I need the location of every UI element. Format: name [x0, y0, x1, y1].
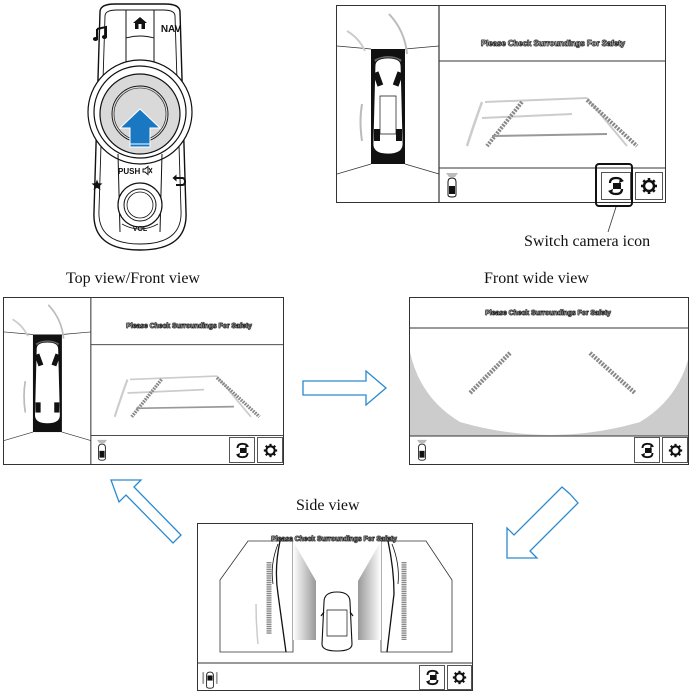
view-caption-front-wide: Front wide view: [484, 270, 589, 287]
settings-button[interactable]: [662, 437, 688, 463]
commander-controller: NAV PUSH VOL: [80, 2, 200, 252]
front-wide-view-graphic: [410, 327, 688, 437]
view-caption-top-front: Top view/Front view: [66, 270, 200, 287]
flow-arrow-down-left-icon: [506, 486, 579, 559]
push-label: PUSH: [118, 167, 141, 176]
car-camera-indicator-icon: [446, 173, 458, 198]
car-side-camera-indicator-icon: [202, 671, 218, 689]
gear-icon: [263, 443, 277, 457]
switch-camera-icon: [608, 176, 624, 196]
switch-camera-highlight: [595, 163, 633, 207]
gear-icon: [641, 178, 657, 194]
push-up-arrow-icon: [118, 108, 162, 148]
safety-banner: Please Check Surroundings For Safety: [271, 536, 397, 544]
safety-banner: Please Check Surroundings For Safety: [481, 39, 626, 49]
side-view-screen: Please Check Surroundings For Safety: [197, 523, 473, 691]
back-button[interactable]: [170, 172, 190, 190]
switch-camera-callout: Switch camera icon: [524, 233, 651, 250]
switch-camera-button[interactable]: [601, 172, 631, 200]
switch-camera-button[interactable]: [419, 665, 445, 690]
music-button[interactable]: [88, 24, 114, 44]
switch-camera-button[interactable]: [634, 437, 660, 463]
push-mute-label: PUSH: [118, 165, 162, 178]
switch-camera-icon: [640, 442, 654, 458]
main-camera-screen: Please Check Surroundings For Safety: [336, 5, 666, 203]
settings-button[interactable]: [447, 665, 472, 690]
star-icon: [91, 179, 103, 190]
top-front-view-graphic: [4, 298, 283, 464]
home-icon: [133, 17, 147, 29]
nav-button[interactable]: NAV: [156, 24, 186, 40]
nav-label: NAV: [160, 24, 182, 35]
settings-button[interactable]: [635, 172, 663, 200]
safety-banner: Please Check Surroundings For Safety: [126, 323, 252, 331]
back-icon: [172, 174, 187, 186]
car-camera-indicator-icon: [416, 439, 428, 461]
gear-icon: [668, 443, 682, 457]
car-camera-indicator-icon: [96, 439, 108, 461]
safety-banner: Please Check Surroundings For Safety: [485, 310, 611, 318]
side-view-graphic: [198, 540, 472, 664]
switch-camera-icon: [235, 442, 249, 458]
settings-button[interactable]: [257, 437, 283, 463]
flow-arrow-up-left-icon: [110, 479, 182, 544]
switch-camera-button[interactable]: [229, 437, 255, 463]
switch-camera-icon: [425, 669, 439, 686]
callout-leader-line: [607, 206, 617, 233]
gear-icon: [452, 670, 467, 685]
front-wide-view-screen: Please Check Surroundings For Safety: [409, 297, 689, 465]
view-caption-side: Side view: [296, 497, 360, 514]
top-view-pane: [337, 6, 665, 202]
music-icon: [92, 25, 108, 41]
home-button[interactable]: [126, 14, 154, 34]
flow-arrow-right-icon: [302, 369, 388, 407]
favorites-button[interactable]: [88, 176, 106, 194]
top-front-view-screen: Please Check Surroundings For Safety: [3, 297, 284, 465]
vol-label: VOL: [132, 226, 148, 233]
mute-icon: [142, 165, 153, 176]
